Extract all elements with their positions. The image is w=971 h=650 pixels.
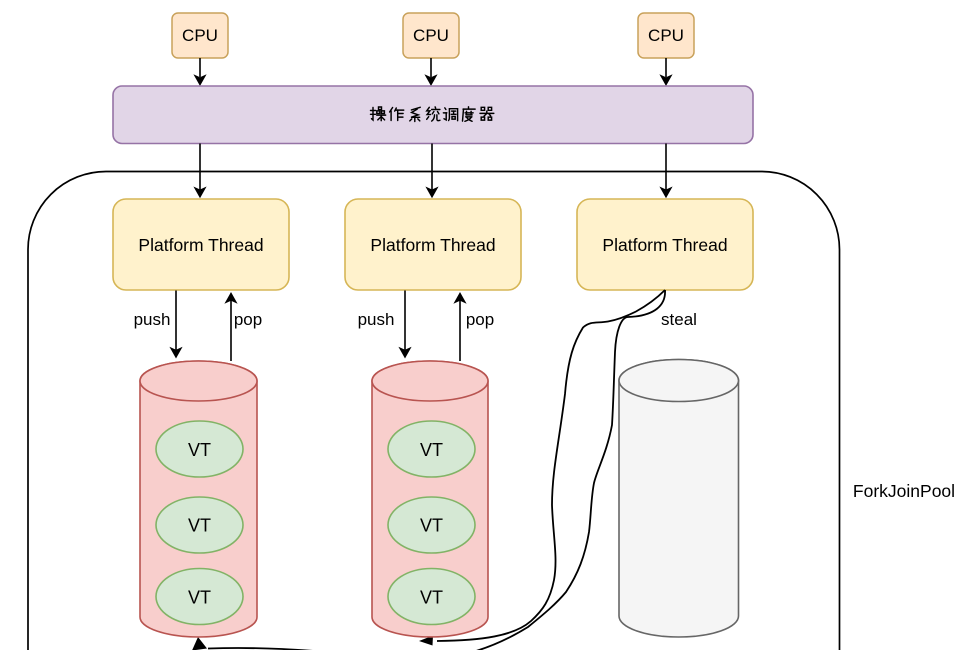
svg-text:Platform Thread: Platform Thread xyxy=(138,235,263,255)
svg-text:push: push xyxy=(358,310,395,329)
svg-text:CPU: CPU xyxy=(413,26,449,45)
svg-text:ForkJoinPool: ForkJoinPool xyxy=(853,481,955,501)
svg-text:CPU: CPU xyxy=(182,26,218,45)
svg-text:push: push xyxy=(134,310,171,329)
svg-text:Platform Thread: Platform Thread xyxy=(602,235,727,255)
svg-text:CPU: CPU xyxy=(648,26,684,45)
svg-text:steal: steal xyxy=(661,310,697,329)
svg-text:VT: VT xyxy=(188,588,211,608)
svg-text:VT: VT xyxy=(188,440,211,460)
svg-text:VT: VT xyxy=(420,440,443,460)
svg-text:Platform Thread: Platform Thread xyxy=(370,235,495,255)
svg-text:VT: VT xyxy=(188,516,211,536)
svg-text:pop: pop xyxy=(466,310,494,329)
svg-text:pop: pop xyxy=(234,310,262,329)
svg-text:VT: VT xyxy=(420,588,443,608)
svg-text:VT: VT xyxy=(420,516,443,536)
